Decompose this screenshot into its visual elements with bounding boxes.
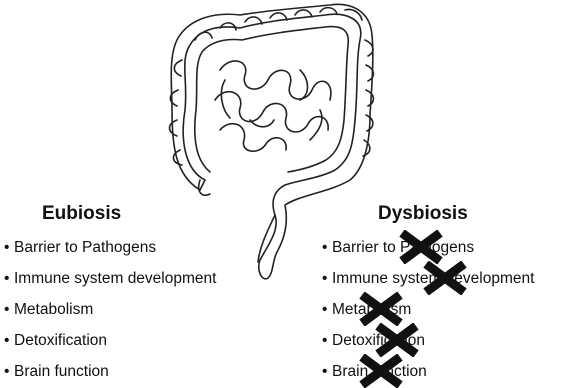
- eubiosis-list: •Barrier to Pathogens •Immune system dev…: [4, 232, 264, 387]
- list-item-label: Detoxification: [14, 332, 107, 349]
- bullet: •: [4, 294, 14, 325]
- bullet: •: [322, 294, 332, 325]
- list-item: •Barrier to Pathogens: [322, 232, 569, 263]
- x-mark-icon: [398, 230, 444, 264]
- bullet: •: [322, 263, 332, 294]
- list-item-label: Barrier to Pathogens: [14, 239, 156, 256]
- eubiosis-title: Eubiosis: [4, 203, 264, 225]
- bullet: •: [4, 356, 14, 387]
- x-mark-icon: [358, 354, 404, 388]
- list-item: •Brain function: [4, 356, 264, 387]
- bullet: •: [4, 325, 14, 356]
- list-item: •Brain function: [322, 356, 569, 387]
- bullet: •: [4, 263, 14, 294]
- list-item-label: Metabolism: [14, 301, 93, 318]
- bullet: •: [322, 325, 332, 356]
- list-item: •Detoxification: [4, 325, 264, 356]
- bullet: •: [4, 232, 14, 263]
- list-item-label: Immune system development: [14, 270, 216, 287]
- dysbiosis-title: Dysbiosis: [322, 203, 569, 225]
- x-mark-icon: [374, 323, 420, 357]
- list-item: •Barrier to Pathogens: [4, 232, 264, 263]
- list-item: •Immune system development: [322, 263, 569, 294]
- dysbiosis-list: •Barrier to Pathogens •Immune system dev…: [322, 232, 569, 387]
- x-mark-icon: [358, 292, 404, 326]
- list-item: •Metabolism: [322, 294, 569, 325]
- dysbiosis-panel: Dysbiosis •Barrier to Pathogens •Immune …: [322, 203, 569, 387]
- bullet: •: [322, 356, 332, 387]
- x-mark-icon: [422, 261, 468, 295]
- eubiosis-panel: Eubiosis •Barrier to Pathogens •Immune s…: [4, 203, 264, 387]
- list-item: •Metabolism: [4, 294, 264, 325]
- list-item-label: Brain function: [14, 363, 109, 380]
- list-item: •Immune system development: [4, 263, 264, 294]
- list-item: •Detoxification: [322, 325, 569, 356]
- bullet: •: [322, 232, 332, 263]
